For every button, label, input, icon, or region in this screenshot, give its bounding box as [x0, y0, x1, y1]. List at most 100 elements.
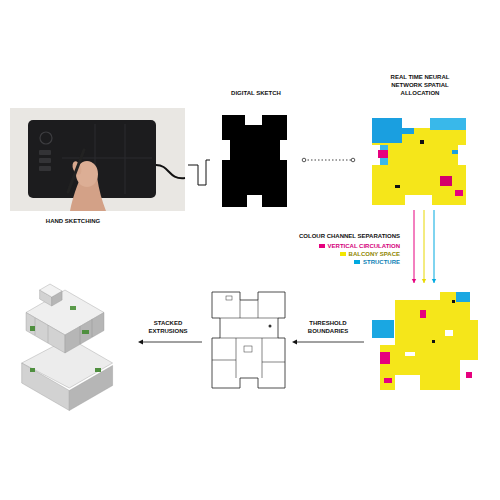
- hand-sketching-photo-part: [40, 132, 52, 144]
- channel-separation-map-part: [466, 372, 472, 378]
- connector-line: [304, 160, 353, 161]
- hand-sketching-photo-part: [156, 165, 185, 178]
- allocation-map-part: [420, 140, 424, 144]
- channel-separation-map-part: [412, 292, 426, 300]
- stacked-model-part: [70, 306, 76, 310]
- hand-sketching-photo-part: [62, 158, 152, 159]
- hand-sketching-photo: [10, 108, 185, 211]
- process-arrow: [138, 340, 364, 345]
- stacked-model-part: [22, 363, 70, 411]
- channel-separation-map-part: [452, 300, 455, 303]
- step-label: THRESHOLD BOUNDARIES: [292, 320, 364, 336]
- stacked-model-part: [95, 368, 101, 372]
- digital-sketch-shape: [222, 115, 287, 207]
- stacked-model-part: [26, 313, 65, 354]
- step-label-wrap: THRESHOLD BOUNDARIES: [292, 320, 364, 336]
- connector-line: [188, 160, 210, 185]
- workflow-stage: DIGITAL SKETCH: [210, 84, 302, 212]
- legend-swatch: [354, 260, 360, 264]
- stacked-model-part: [30, 326, 35, 331]
- allocation-map-part: [372, 118, 402, 143]
- digital-sketch-shape-part: [222, 115, 287, 207]
- allocation-map-part: [402, 128, 414, 134]
- hand-sketching-photo-part: [68, 150, 84, 192]
- floor-plan-part: [226, 296, 232, 300]
- process-arrow-part: [138, 340, 143, 345]
- legend-row: VERTICAL CIRCULATION: [270, 242, 400, 250]
- floor-plan-part: [220, 318, 278, 319]
- hand-sketching-photo-part: [39, 150, 51, 155]
- floor-plan-part: [212, 292, 285, 388]
- channel-separation-map-part: [380, 292, 478, 390]
- floor-plan-part: [269, 325, 272, 328]
- arrowhead: [422, 279, 426, 283]
- channel-separation-map-part: [420, 310, 426, 318]
- stage-label: COLOUR CHANNEL SEPARATIONS: [298, 233, 400, 241]
- stacked-model-part: [40, 284, 63, 297]
- floor-plan-part: [244, 346, 252, 352]
- stacked-model-part: [69, 366, 112, 411]
- step-label-wrap: STACKED EXTRUSIONS: [134, 320, 202, 336]
- channel-legend: VERTICAL CIRCULATION BALCONY SPACE STRUCTU…: [270, 242, 400, 266]
- floor-plan: [212, 292, 285, 388]
- allocation-map: [372, 118, 466, 205]
- connector-line: [414, 210, 415, 283]
- arrowhead: [432, 279, 436, 283]
- stacked-model-part: [92, 319, 93, 337]
- process-arrow-part: [142, 342, 202, 343]
- stage-label: DIGITAL SKETCH: [210, 90, 302, 98]
- hand-sketching-photo-part: [39, 166, 51, 171]
- channel-separation-map-part: [372, 320, 394, 338]
- floor-plan-part: [240, 300, 241, 318]
- legend-text: STRUCTURE: [363, 259, 400, 265]
- floor-plan-part: [258, 300, 259, 318]
- allocation-map-part: [440, 176, 452, 186]
- allocation-map-part: [395, 185, 400, 188]
- floor-plan-part: [236, 338, 237, 378]
- allocation-map-part: [430, 118, 466, 130]
- workflow-stage: COLOUR CHANNEL SEPARATIONS: [366, 283, 480, 393]
- channel-separation-map-part: [405, 352, 415, 356]
- stage-label: HAND SKETCHING: [23, 218, 123, 226]
- hand-sketching-photo-part: [10, 108, 185, 211]
- floor-plan-part: [262, 338, 263, 378]
- legend-text: BALCONY SPACE: [349, 251, 400, 257]
- stacked-model-part: [30, 368, 35, 372]
- floor-plan-part: [212, 360, 236, 361]
- channel-separation-map: [372, 292, 478, 390]
- connector-line: [424, 210, 425, 283]
- legend-row: STRUCTURE: [270, 258, 400, 266]
- legend-text: VERTICAL CIRCULATION: [328, 243, 400, 249]
- connector: [302, 158, 355, 162]
- process-arrow-part: [292, 340, 297, 345]
- connector-dot: [351, 158, 355, 162]
- channel-separation-map-part: [456, 292, 470, 302]
- stacked-model-part: [82, 330, 89, 334]
- channel-separation-map-part: [384, 378, 392, 383]
- stacked-model-part: [65, 313, 104, 354]
- workflow-stage: HAND SKETCHING: [8, 106, 188, 234]
- allocation-map-part: [378, 150, 388, 158]
- allocation-map-part: [452, 150, 458, 154]
- allocation-map-part: [455, 190, 463, 196]
- legend-row: BALCONY SPACE: [270, 250, 400, 258]
- connector: [188, 160, 210, 185]
- arrowhead: [412, 279, 416, 283]
- step-label: STACKED EXTRUSIONS: [134, 320, 202, 336]
- allocation-map-part: [372, 118, 466, 205]
- hand-sketching-photo-part: [125, 124, 126, 194]
- legend-swatch: [340, 252, 346, 256]
- process-arrow-part: [296, 342, 364, 343]
- channel-separation-map-part: [432, 340, 435, 343]
- connector-dot: [302, 158, 306, 162]
- stacked-model-part: [80, 326, 81, 344]
- connector-line: [434, 210, 435, 283]
- channel-separation-map-part: [445, 330, 453, 336]
- stacked-model: [22, 284, 113, 411]
- workflow-stage: REAL TIME NEURAL NETWORK SPATIAL ALLOCAT…: [355, 74, 485, 210]
- floor-plan-part: [262, 362, 285, 363]
- stage-label: REAL TIME NEURAL NETWORK SPATIAL ALLOCAT…: [384, 74, 456, 97]
- channel-separation-map-part: [380, 352, 390, 364]
